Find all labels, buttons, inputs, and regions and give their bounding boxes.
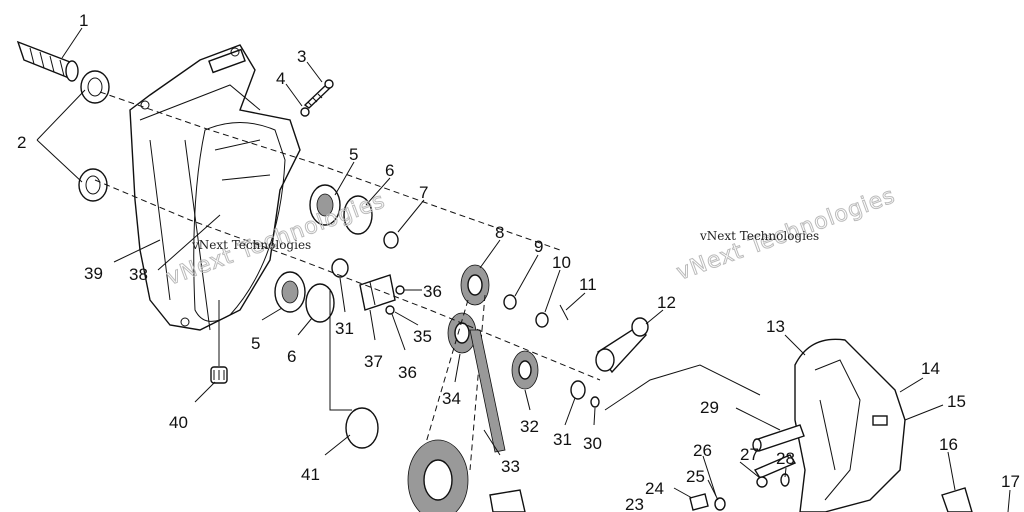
callout-7: 7 xyxy=(419,183,428,202)
part-washer-7 xyxy=(383,231,399,249)
callout-28: 28 xyxy=(776,449,795,468)
part-sprocket-8 xyxy=(460,264,490,306)
callout-5-lower: 5 xyxy=(251,334,260,353)
callout-6-lower: 6 xyxy=(287,347,296,366)
callout-27: 27 xyxy=(740,445,759,464)
callout-31-right: 31 xyxy=(553,430,572,449)
callout-11: 11 xyxy=(579,275,597,294)
callout-35: 35 xyxy=(413,327,432,346)
callout-23: 23 xyxy=(625,495,644,512)
callout-40: 40 xyxy=(169,413,188,432)
part-bearing-5a xyxy=(309,184,341,226)
leader-lines xyxy=(36,27,1011,512)
callout-1: 1 xyxy=(79,11,88,30)
callout-37: 37 xyxy=(364,352,383,371)
part-lever-27 xyxy=(753,454,797,488)
part-lever-12 xyxy=(595,317,649,374)
part-pin-36b xyxy=(385,305,395,315)
part-bearing-5b xyxy=(274,271,306,313)
part-clip-24 xyxy=(689,493,709,511)
part-oring-6a xyxy=(343,195,373,235)
part-gear-32 xyxy=(511,350,539,390)
callout-4: 4 xyxy=(276,69,285,88)
part-oring-6b xyxy=(305,283,335,323)
centerline-upper xyxy=(99,91,561,251)
part-seal-2b xyxy=(78,168,108,202)
part-cover-13 xyxy=(794,338,906,512)
callout-34: 34 xyxy=(442,389,461,408)
callout-36-upper: 36 xyxy=(423,282,442,301)
callout-9: 9 xyxy=(534,237,543,256)
part-seal-2a xyxy=(80,70,110,104)
part-pin-36a xyxy=(395,285,405,295)
part-shaft-1 xyxy=(16,40,79,82)
part-plug-40 xyxy=(210,366,228,384)
callout-41: 41 xyxy=(301,465,320,484)
part-pin-11 xyxy=(559,304,569,321)
part-bolt-3 xyxy=(303,79,334,109)
centerline-41 xyxy=(329,290,352,411)
callout-29: 29 xyxy=(700,398,719,417)
part-washer-41 xyxy=(345,407,379,449)
callout-32: 32 xyxy=(520,417,539,436)
callout-24: 24 xyxy=(645,479,664,498)
part-washer-25 xyxy=(714,497,726,511)
part-housing xyxy=(129,44,301,331)
callout-17: 17 xyxy=(1001,472,1020,491)
callout-8: 8 xyxy=(495,223,504,242)
centerline-right xyxy=(604,364,761,411)
centerline-lower xyxy=(94,179,601,381)
callout-36-lower: 36 xyxy=(398,363,417,382)
callout-5-upper: 5 xyxy=(349,145,358,164)
part-chain-33 xyxy=(417,294,506,471)
part-washer-31a xyxy=(331,258,349,278)
watermark-text-left: vNext Technologies xyxy=(191,238,311,252)
callout-10: 10 xyxy=(552,253,571,272)
callout-25: 25 xyxy=(686,467,705,486)
callout-15: 15 xyxy=(947,392,966,411)
callout-39: 39 xyxy=(84,264,103,283)
part-shift-fork-37 xyxy=(359,274,396,311)
callout-6-upper: 6 xyxy=(385,161,394,180)
part-washer-4 xyxy=(300,107,310,117)
callout-31-left: 31 xyxy=(335,319,354,338)
callout-30: 30 xyxy=(583,434,602,453)
part-washer-31b xyxy=(570,380,586,400)
callout-33: 33 xyxy=(501,457,520,476)
callout-26: 26 xyxy=(693,441,712,460)
part-bracket-16 xyxy=(941,487,973,512)
callout-14: 14 xyxy=(921,359,940,378)
callout-3: 3 xyxy=(297,47,306,66)
part-clip-30 xyxy=(590,396,600,408)
callout-12: 12 xyxy=(657,293,676,312)
watermark-text-right: vNext Technologies xyxy=(699,229,819,243)
callout-13: 13 xyxy=(766,317,785,336)
part-shaft-lower xyxy=(489,489,526,512)
callout-38: 38 xyxy=(129,265,148,284)
part-nut-10 xyxy=(535,312,549,328)
callout-2: 2 xyxy=(17,133,26,152)
part-washer-9 xyxy=(503,294,517,310)
callout-16: 16 xyxy=(939,435,958,454)
part-pin-29 xyxy=(752,424,805,452)
part-gear-34 xyxy=(407,439,469,512)
